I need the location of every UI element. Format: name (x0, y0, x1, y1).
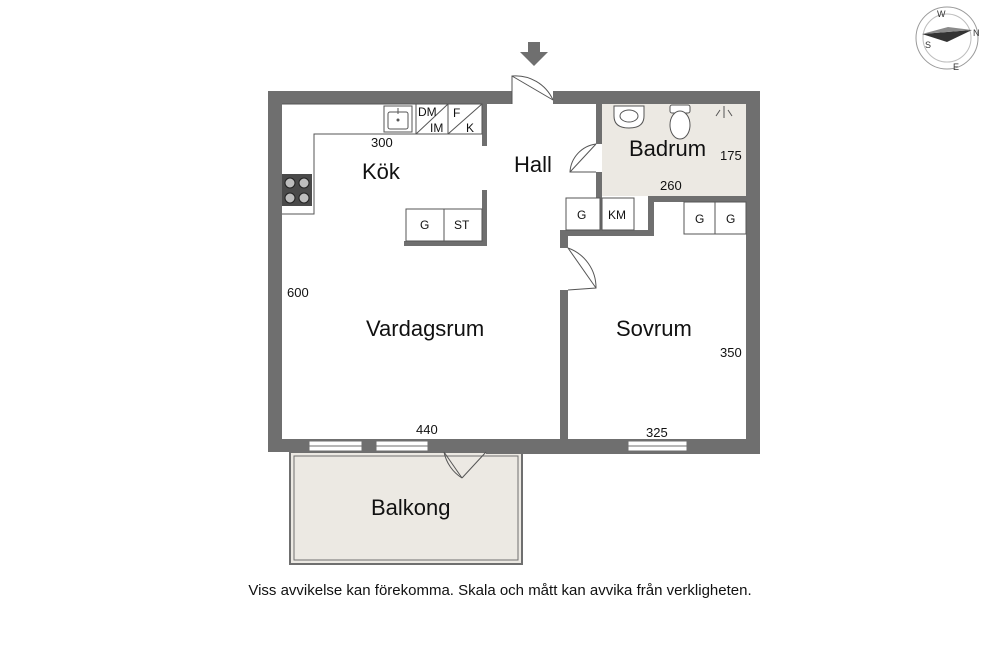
stove-icon (282, 174, 312, 206)
disclaimer-text: Viss avvikelse kan förekomma. Skala och … (248, 582, 752, 599)
hall-cabinet-g: G (577, 208, 586, 222)
bedroom-wardrobe-g1: G (695, 212, 704, 226)
dim-badrum-height: 175 (720, 148, 742, 163)
svg-text:N: N (973, 28, 980, 38)
dim-sovrum-width: 325 (646, 425, 668, 440)
entrance-arrow-icon (520, 42, 548, 66)
k-label: K (466, 121, 474, 135)
appliance-boxes (415, 103, 483, 135)
svg-text:S: S (925, 40, 931, 50)
hall-cabinets (565, 197, 635, 231)
bedroom-door (567, 247, 597, 291)
windows (308, 440, 688, 452)
f-label: F (453, 106, 460, 120)
room-label-vardagsrum: Vardagsrum (366, 316, 484, 341)
dim-sovrum-height: 350 (720, 345, 742, 360)
balcony-inner-edge (293, 455, 519, 561)
kitchen-cabinet-g: G (420, 218, 429, 232)
compass-icon: N E S W (915, 6, 980, 72)
room-label-kok: Kök (362, 159, 401, 184)
kitchen-cabinet-st: ST (454, 218, 470, 232)
room-label-hall: Hall (514, 152, 552, 177)
dim-vardagsrum-width: 440 (416, 422, 438, 437)
room-label-badrum: Badrum (629, 136, 706, 161)
bedroom-wardrobe-g2: G (726, 212, 735, 226)
dim-vardagsrum-height: 600 (287, 285, 309, 300)
entrance-door (511, 75, 554, 104)
bathroom-door (569, 143, 597, 173)
room-label-balkong: Balkong (371, 495, 451, 520)
dim-kok-width: 300 (371, 135, 393, 150)
im-label: IM (430, 121, 443, 135)
hall-cabinet-km: KM (608, 208, 626, 222)
svg-text:E: E (953, 62, 959, 72)
shower-icon (715, 106, 733, 118)
toilet-icon (669, 104, 691, 140)
dm-label: DM (418, 105, 437, 119)
room-label-sovrum: Sovrum (616, 316, 692, 341)
kitchen-cabinets (405, 208, 483, 242)
svg-text:W: W (937, 9, 946, 19)
balcony-door (443, 451, 487, 479)
dim-badrum-width: 260 (660, 178, 682, 193)
washbasin-icon (613, 105, 645, 129)
balcony-floor (289, 451, 523, 565)
sink-icon (383, 105, 413, 133)
bedroom-wardrobes (683, 201, 747, 235)
